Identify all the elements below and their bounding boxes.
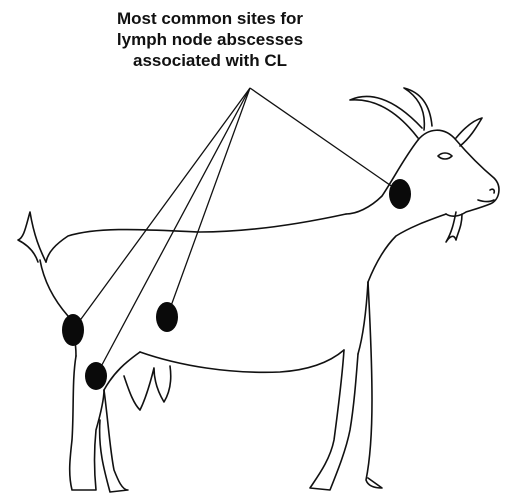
hind-leg-front [100,390,128,492]
pointer-line-prescapular [167,88,250,317]
horn-outer [350,96,422,138]
lymph-node-parotid [389,179,411,209]
tail [18,212,46,262]
neck-front [368,214,446,282]
lymph-node-popliteal [62,314,84,346]
pointer-line-popliteal [73,88,250,330]
head [418,130,499,216]
pointer-lines [73,88,400,376]
lymph-node-prescapular [156,302,178,332]
nostril [490,189,494,193]
goat-outline [18,88,499,492]
hind-leg-thigh [104,352,140,390]
ear [456,118,482,146]
front-leg-back [310,350,358,490]
lymph-node-prefemoral [85,362,107,390]
mouth [478,200,494,202]
eye [438,153,452,159]
front-leg-front [366,282,382,488]
udder [124,366,171,410]
chest [358,282,368,354]
